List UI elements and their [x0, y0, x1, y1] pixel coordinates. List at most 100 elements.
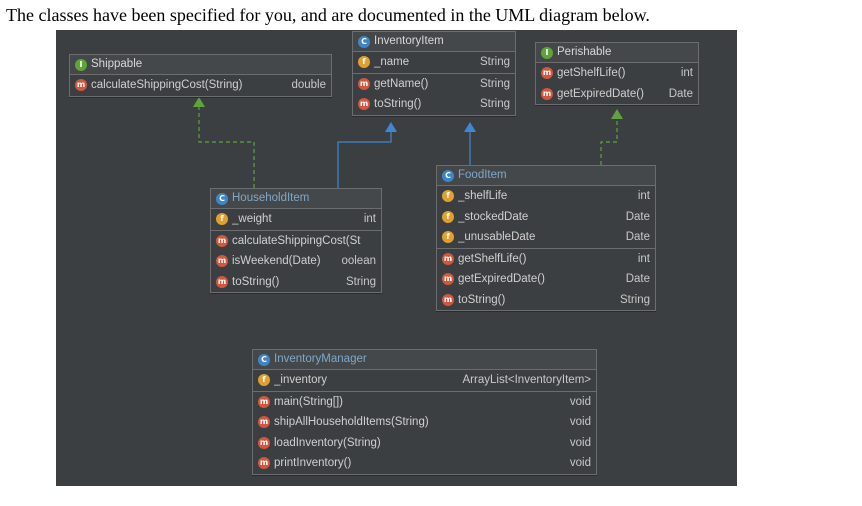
method-icon: m [442, 252, 454, 265]
return-type: oolean [341, 255, 376, 267]
field-type: int [637, 190, 650, 202]
method-signature: getExpiredDate() [458, 273, 545, 285]
method-row: m isWeekend(Date) oolean [211, 251, 381, 272]
return-type: int [680, 67, 693, 79]
method-row: m getName() String [353, 72, 515, 95]
field-icon: f [216, 213, 228, 226]
field-name: _shelfLife [458, 190, 508, 202]
field-name: _stockedDate [458, 210, 529, 223]
field-icon: f [358, 56, 370, 69]
return-type: void [569, 395, 591, 408]
method-icon: m [442, 293, 454, 306]
method-icon: m [358, 98, 370, 111]
field-name: _unusableDate [458, 231, 536, 243]
inventoryitem-header: C InventoryItem [353, 32, 515, 52]
method-row: m getShelfLife() int [437, 247, 655, 270]
method-signature: toString() [458, 293, 506, 306]
extends-householditem-edge [337, 130, 392, 188]
interface-icon: I [541, 46, 553, 59]
method-signature: calculateShippingCost(String) [91, 79, 243, 91]
method-signature: calculateShippingCost(St [232, 234, 361, 247]
class-name: FoodItem [458, 169, 507, 181]
return-type: void [569, 416, 591, 428]
abstract-method-icon: m [75, 79, 87, 92]
method-signature: getExpiredDate() [557, 87, 644, 100]
return-type: void [569, 436, 591, 449]
return-type: double [291, 79, 326, 91]
method-icon: m [358, 77, 370, 90]
method-row: m main(String[]) void [253, 390, 596, 413]
extends-fooditem-arrowhead [464, 122, 476, 132]
class-name: HouseholdItem [232, 192, 310, 204]
method-signature: printInventory() [274, 457, 352, 469]
fooditem-class-box: C FoodItem f _shelfLife int f _stockedDa… [436, 165, 656, 311]
return-type: int [637, 252, 650, 265]
method-icon: m [442, 273, 454, 286]
field-icon: f [442, 210, 454, 223]
return-type: Date [625, 273, 650, 285]
inventorymanager-class-box: C InventoryManager f _inventory ArrayLis… [252, 349, 597, 475]
field-name: _weight [232, 213, 272, 225]
field-icon: f [442, 231, 454, 244]
method-icon: m [258, 416, 270, 429]
shippable-header: I Shippable [70, 55, 331, 75]
householditem-class-box: C HouseholdItem f _weight int m calculat… [210, 188, 382, 293]
method-icon: m [258, 436, 270, 449]
class-icon: C [358, 35, 370, 48]
field-name: _inventory [274, 374, 328, 386]
interface-icon: I [75, 58, 87, 71]
method-row: m loadInventory(String) void [253, 433, 596, 454]
field-row: f _shelfLife int [437, 186, 655, 207]
shippable-interface-box: I Shippable m calculateShippingCost(Stri… [69, 54, 332, 97]
return-type: void [569, 457, 591, 469]
class-name: Perishable [557, 46, 612, 58]
method-row: m printInventory() void [253, 453, 596, 474]
method-signature: toString() [374, 98, 422, 110]
method-signature: loadInventory(String) [274, 436, 381, 449]
abstract-method-icon: m [541, 67, 553, 80]
return-type: String [479, 98, 510, 110]
perishable-header: I Perishable [536, 43, 698, 63]
field-icon: f [442, 190, 454, 203]
field-type: Date [625, 231, 650, 243]
householditem-header: C HouseholdItem [211, 189, 381, 209]
method-signature: toString() [232, 275, 280, 288]
method-row: m toString() String [437, 290, 655, 311]
method-row: m calculateShippingCost(String) double [70, 75, 331, 96]
method-icon: m [216, 275, 228, 288]
inventoryitem-class-box: C InventoryItem f _name String m getName… [352, 31, 516, 116]
method-signature: getName() [374, 77, 429, 90]
field-type: int [363, 213, 376, 225]
uml-diagram-canvas: I Shippable m calculateShippingCost(Stri… [56, 30, 737, 486]
class-icon: C [216, 192, 228, 205]
return-type: String [479, 77, 510, 90]
method-signature: main(String[]) [274, 395, 344, 408]
field-name: _name [374, 56, 410, 68]
field-icon: f [258, 374, 270, 387]
field-type: Date [625, 210, 650, 223]
field-type: String [479, 56, 510, 68]
class-icon: C [442, 169, 454, 182]
static-method-icon: m [258, 395, 270, 408]
extends-householditem-arrowhead [385, 122, 397, 132]
class-name: InventoryManager [274, 353, 367, 365]
fooditem-header: C FoodItem [437, 166, 655, 186]
return-type: String [619, 293, 650, 306]
implements-perishable-edge [600, 117, 618, 165]
method-row: m toString() String [211, 272, 381, 293]
method-row: m getExpiredDate() Date [437, 269, 655, 290]
return-type: Date [668, 87, 693, 100]
method-signature: shipAllHouseholdItems(String) [274, 416, 429, 428]
field-row: f _unusableDate Date [437, 227, 655, 248]
method-row: m toString() String [353, 94, 515, 115]
class-icon: C [258, 353, 270, 366]
method-icon: m [258, 457, 270, 470]
inventorymanager-header: C InventoryManager [253, 350, 596, 370]
method-icon: m [216, 234, 228, 247]
intro-text: The classes have been specified for you,… [6, 5, 650, 25]
method-row: m calculateShippingCost(St [211, 229, 381, 252]
method-icon: m [216, 255, 228, 268]
field-row: f _inventory ArrayList<InventoryItem> [253, 370, 596, 391]
method-row: m shipAllHouseholdItems(String) void [253, 412, 596, 433]
implements-perishable-arrowhead [611, 109, 623, 119]
